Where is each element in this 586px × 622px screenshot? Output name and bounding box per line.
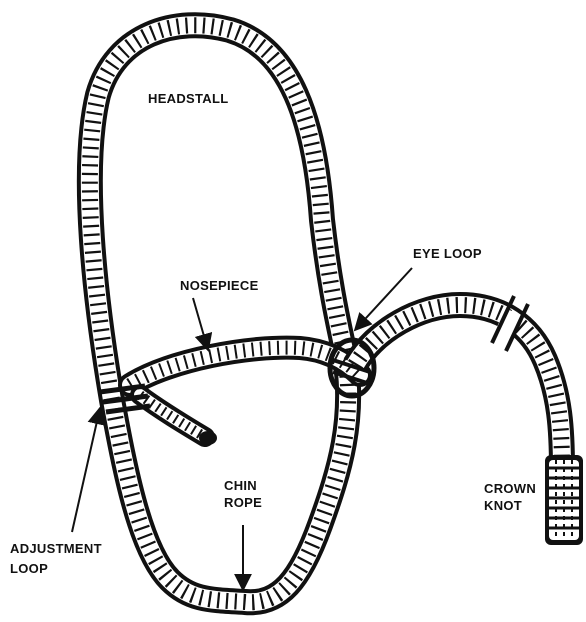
lead-rope <box>355 296 562 470</box>
label-eye-loop: EYE LOOP <box>413 246 482 261</box>
headstall-rope <box>90 25 348 602</box>
rope-parts <box>90 25 583 602</box>
crown-knot <box>545 455 583 545</box>
adjustment-loop-arrow <box>72 408 100 532</box>
label-adjustment-loop-line2: LOOP <box>10 561 48 576</box>
label-chin-rope-line2: ROPE <box>224 495 262 510</box>
label-adjustment-loop-line1: ADJUSTMENT <box>10 541 102 556</box>
nosepiece-arrow <box>193 298 208 350</box>
nosepiece-rope <box>130 348 360 385</box>
label-crown-knot-line2: KNOT <box>484 498 522 513</box>
label-headstall: HEADSTALL <box>148 91 228 106</box>
rope-end-tip <box>199 431 217 445</box>
label-chin-rope-line1: CHIN <box>224 478 257 493</box>
loose-end-rope <box>140 395 217 445</box>
label-nosepiece: NOSEPIECE <box>180 278 259 293</box>
label-crown-knot-line1: CROWN <box>484 481 536 496</box>
